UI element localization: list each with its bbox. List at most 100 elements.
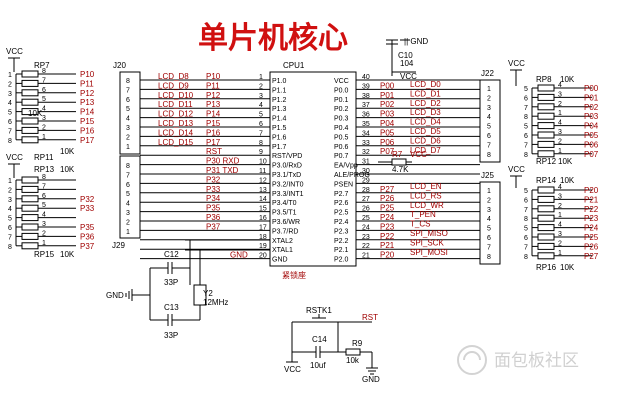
cpu-pin-net: P25 [380, 204, 395, 213]
cpu-pin-net: P17 [206, 138, 221, 147]
cpu-pin-net: P21 [380, 241, 395, 250]
cpu-pin-number: 38 [362, 93, 370, 100]
cpu-pin-number: 12 [259, 177, 267, 184]
cpu-pin-net: P30 RXD [206, 157, 240, 166]
c14-value: 10uf [310, 361, 326, 370]
rpack-pin-number: 6 [8, 225, 12, 232]
cpu-pin-name: P3.3/INT1 [272, 191, 304, 198]
cpu-pin-net: P01 [380, 91, 395, 100]
connector-net-label: LCD_D15 [158, 138, 194, 147]
cpu-pin-name: GND [272, 257, 288, 264]
cpu-pin-number: 35 [362, 121, 370, 128]
rpack-net-label: P23 [584, 214, 599, 223]
cpu-pin-net: P22 [380, 232, 395, 241]
rp16-ref: RP16 [536, 263, 557, 272]
c12-ref: C12 [164, 250, 179, 259]
cpu-pin-net: P15 [206, 119, 221, 128]
cpu-pin-net: P10 [206, 72, 221, 81]
rpack-net-label: P25 [584, 233, 599, 242]
rpack-pin-number: 2 [42, 124, 46, 131]
cpu-pin-name: P1.0 [272, 78, 287, 85]
cpu-pin-name: P1.6 [272, 134, 287, 141]
connector-pin-number: 8 [126, 78, 130, 85]
rpack-net-label: P26 [584, 242, 599, 251]
rp14-ref: RP14 [536, 176, 557, 185]
cpu-pin-name: P0.2 [334, 106, 349, 113]
rpack-net-label: P22 [584, 205, 599, 214]
rpack-pin-number: 3 [558, 91, 562, 98]
connector-net-label: LCD_D4 [410, 118, 441, 127]
rpack-resistor [21, 204, 39, 212]
rp12-ref: RP12 [536, 157, 557, 166]
connector-pin-number: 1 [487, 188, 491, 195]
rpack-pin-number: 4 [558, 82, 562, 89]
rpack-pin-number: 7 [524, 244, 528, 251]
cpu-pin-net: P26 [380, 194, 395, 203]
connector-pin-number: 5 [487, 226, 491, 233]
cpu-body [269, 71, 357, 267]
rpack-pin-number: 3 [558, 129, 562, 136]
cpu-pin-number: 17 [259, 224, 267, 231]
svg-text:VCC: VCC [284, 365, 301, 374]
cpu-pin-number: 13 [259, 187, 267, 194]
cpu-pin-name: P3.7/RD [272, 228, 298, 235]
page-title: 单片机核心 [198, 21, 348, 56]
rpack-pin-number: 6 [524, 133, 528, 140]
cpu-pin-net: P32 [206, 175, 221, 184]
j22-ref: J22 [481, 69, 494, 78]
cpu-pin-name: P1.1 [272, 87, 287, 94]
cpu-pin-net: P16 [206, 128, 221, 137]
cpu-ref: CPU1 [283, 61, 305, 70]
rp7-label: 10K [28, 109, 43, 118]
rp15-ref: RP15 [34, 250, 55, 259]
connector-net-label: LCD_RS [410, 191, 442, 200]
rpack-net-label: P21 [584, 195, 599, 204]
rpack-pin-number: 6 [524, 235, 528, 242]
connector-pin-number: 2 [126, 219, 130, 226]
rpack-net-label: P13 [80, 98, 95, 107]
rstk1-ref: RSTK1 [306, 306, 332, 315]
c12-value: 33P [164, 278, 178, 287]
watermark: 面包板社区 [457, 345, 579, 375]
cpu-pin-name: P2.1 [334, 247, 349, 254]
cpu-pin-name: P1.5 [272, 125, 287, 132]
cpu-pin-net: P20 [380, 251, 395, 260]
vcc-symbol: VCC [392, 71, 417, 81]
rpack-pin-number: 5 [524, 188, 528, 195]
rp15-value: 10K [60, 250, 75, 259]
cpu-pin-name: P0.4 [334, 125, 349, 132]
rpack-pin-number: 8 [524, 114, 528, 121]
connector-pin-number: 2 [487, 95, 491, 102]
c10-value: 104 [400, 59, 414, 68]
rp12-value: 10K [558, 157, 573, 166]
connector-net-label: LCD_D13 [158, 119, 194, 128]
rpack-resistor [21, 242, 39, 250]
rpack-resistor [537, 233, 555, 241]
rpack-resistor [537, 186, 555, 194]
vcc-symbol: VCC [508, 165, 525, 188]
cpu-pin-number: 16 [259, 215, 267, 222]
rpack-pin-number: 5 [524, 124, 528, 131]
cpu-pin-number: 1 [259, 74, 263, 81]
cpu-pin-name: RST/VPD [272, 153, 302, 160]
rpack-net-label: P20 [584, 186, 599, 195]
rpack-pin-number: 8 [524, 254, 528, 261]
r7-ref: R7 [392, 150, 403, 159]
rst-net: RST [362, 313, 378, 322]
rpack-net-label: P12 [80, 89, 95, 98]
rpack-resistor [537, 195, 555, 203]
rpack-resistor [537, 84, 555, 92]
r7-resistor: R7 VCC 4.7K [378, 150, 427, 174]
connector-pin-number: 5 [126, 191, 130, 198]
rpack-pin-number: 4 [558, 120, 562, 127]
cpu-pin-name: P0.7 [334, 153, 349, 160]
rpack-pin-number: 3 [42, 221, 46, 228]
rpack-pin-number: 7 [8, 234, 12, 241]
vcc-symbol: VCC [6, 47, 23, 72]
cpu-pin-net: P05 [380, 128, 395, 137]
connector-pin-number: 8 [487, 254, 491, 261]
rpack-net-label: P16 [80, 126, 95, 135]
j20-body [119, 71, 141, 155]
